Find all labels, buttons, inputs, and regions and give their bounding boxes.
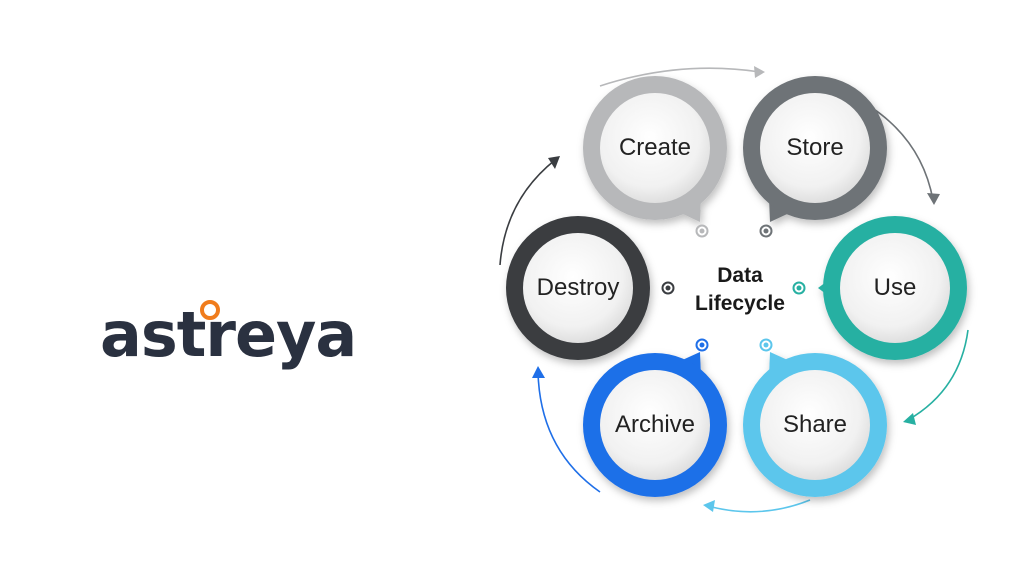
connector-dot-core-archive <box>699 342 705 348</box>
connector-dot-core-store <box>763 228 769 234</box>
connector-dot-core-create <box>699 228 705 234</box>
stage-ring-create <box>583 76 727 222</box>
center-title-line1: Data <box>717 264 763 287</box>
logo-accent-dot <box>200 300 220 320</box>
connector-dot-core-share <box>763 342 769 348</box>
stage-label-destroy: Destroy <box>536 274 620 301</box>
arrowhead-share-to-archive <box>703 500 715 512</box>
stage-ring-archive <box>583 352 727 497</box>
stage-inner-archive <box>600 370 710 480</box>
stage-inner-store <box>760 93 870 203</box>
arrow-destroy-to-create <box>499 159 556 266</box>
arrowhead-use-to-share <box>903 413 916 425</box>
arrowhead-store-to-use <box>927 193 940 205</box>
arrow-use-to-share <box>907 329 969 421</box>
center-title-line2: Lifecycle <box>695 292 785 315</box>
connector-dot-core-use <box>796 285 802 291</box>
stage-label-share: Share <box>782 411 848 438</box>
arrow-share-to-archive <box>707 499 811 513</box>
stage-ring-destroy <box>506 216 650 360</box>
stage-inner-create <box>600 93 710 203</box>
stage-label-archive: Archive <box>614 411 696 438</box>
arrow-archive-to-destroy <box>537 371 601 493</box>
stage-inner-use <box>840 233 950 343</box>
stage-ring-use <box>818 216 967 360</box>
arrow-create-to-store <box>599 67 761 87</box>
arrowhead-destroy-to-create <box>548 156 560 169</box>
stage-label-store: Store <box>786 134 844 161</box>
diagram-center-title: Data Lifecycle <box>670 262 810 318</box>
stage-label-use: Use <box>873 274 917 301</box>
astreya-logo: astreya <box>100 298 357 371</box>
connector-dot-core-destroy <box>665 285 671 291</box>
arrowhead-archive-to-destroy <box>532 366 545 378</box>
arrowhead-create-to-store <box>754 66 765 78</box>
stage-label-create: Create <box>618 134 692 161</box>
stage-inner-share <box>760 370 870 480</box>
stage-ring-store <box>743 76 887 222</box>
stage-ring-share <box>743 352 887 497</box>
stage-inner-destroy <box>523 233 633 343</box>
